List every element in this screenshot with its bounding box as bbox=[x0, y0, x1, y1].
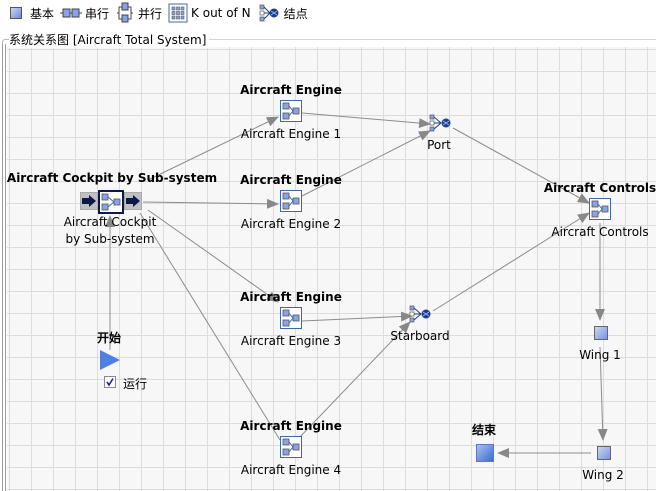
subsystem-block-icon bbox=[591, 200, 609, 218]
subsystem-block-icon bbox=[282, 438, 300, 456]
engine4-label: Aircraft Engine 4 bbox=[240, 463, 342, 477]
run-label: 运行 bbox=[123, 377, 148, 391]
engine3-title: Aircraft Engine bbox=[240, 290, 342, 304]
canvas-left-border bbox=[2, 44, 6, 491]
engine1-label: Aircraft Engine 1 bbox=[240, 127, 342, 141]
subsystem-block-icon bbox=[282, 102, 300, 120]
subsystem-block-icon bbox=[282, 192, 300, 210]
cockpit-output-port bbox=[124, 192, 142, 210]
start-title: 开始 bbox=[96, 331, 122, 345]
engine3-label: Aircraft Engine 3 bbox=[240, 334, 342, 348]
palette-basic-label: 基本 bbox=[30, 6, 55, 21]
palette-k-out-of-n-label: K out of N bbox=[191, 6, 251, 20]
end-title: 结束 bbox=[472, 423, 497, 437]
port-node-icon[interactable] bbox=[429, 114, 453, 132]
cockpit-input-port bbox=[80, 192, 98, 210]
palette-series-label: 串行 bbox=[85, 6, 110, 21]
palette-toolbar: 基本 串行 并行 K out of N bbox=[0, 0, 656, 26]
engine2-block[interactable] bbox=[280, 190, 302, 212]
start-play-icon[interactable] bbox=[100, 350, 120, 370]
wing2-label: Wing 2 bbox=[582, 468, 624, 482]
engine1-block[interactable] bbox=[280, 100, 302, 122]
starboard-label: Starboard bbox=[390, 329, 450, 343]
cockpit-label-line1: Aircraft Cockpit bbox=[63, 215, 157, 229]
engine4-block[interactable] bbox=[280, 436, 302, 458]
cockpit-label-line2: by Sub-system bbox=[65, 232, 155, 246]
palette-parallel-label: 并行 bbox=[138, 6, 163, 21]
node-icon bbox=[259, 4, 279, 22]
palette-k-out-of-n[interactable]: K out of N bbox=[168, 2, 251, 24]
palette-series[interactable]: 串行 bbox=[60, 2, 109, 24]
subsystem-block-icon bbox=[282, 309, 300, 327]
cockpit-node[interactable] bbox=[80, 190, 144, 214]
wing1-label: Wing 1 bbox=[579, 348, 621, 362]
basic-block-icon bbox=[10, 7, 22, 19]
run-checkbox[interactable] bbox=[104, 376, 116, 388]
palette-basic[interactable]: 基本 bbox=[6, 2, 54, 24]
parallel-icon bbox=[117, 2, 134, 23]
engine2-label: Aircraft Engine 2 bbox=[240, 217, 342, 231]
engine4-title: Aircraft Engine bbox=[240, 419, 342, 433]
cockpit-block[interactable] bbox=[98, 190, 124, 214]
controls-block[interactable] bbox=[589, 198, 611, 220]
diagram-group-title: 系统关系图 [Aircraft Total System] bbox=[9, 31, 210, 48]
port-label: Port bbox=[427, 138, 451, 152]
group-frame-corner bbox=[2, 39, 9, 46]
controls-title: Aircraft Controls bbox=[543, 181, 656, 195]
subsystem-block-icon bbox=[101, 193, 121, 211]
engine3-block[interactable] bbox=[280, 307, 302, 329]
group-frame-line bbox=[205, 39, 656, 40]
k-out-of-n-icon bbox=[168, 3, 188, 23]
engine2-title: Aircraft Engine bbox=[240, 173, 342, 187]
wing2-block[interactable] bbox=[597, 446, 611, 460]
arrow-right-icon bbox=[126, 195, 140, 207]
series-icon bbox=[60, 8, 83, 18]
arrow-right-icon bbox=[82, 195, 96, 207]
engine1-title: Aircraft Engine bbox=[240, 83, 342, 97]
cockpit-title: Aircraft Cockpit by Sub-system bbox=[6, 171, 218, 185]
cockpit-label: Aircraft Cockpit by Sub-system bbox=[64, 214, 157, 248]
palette-node[interactable]: 结点 bbox=[257, 2, 308, 24]
checkmark-icon bbox=[106, 378, 114, 387]
end-block[interactable] bbox=[476, 444, 494, 462]
controls-label: Aircraft Controls bbox=[551, 225, 649, 239]
wing1-block[interactable] bbox=[594, 326, 608, 340]
starboard-node-icon[interactable] bbox=[409, 305, 433, 323]
palette-parallel[interactable]: 并行 bbox=[115, 2, 162, 24]
palette-node-label: 结点 bbox=[283, 6, 308, 21]
